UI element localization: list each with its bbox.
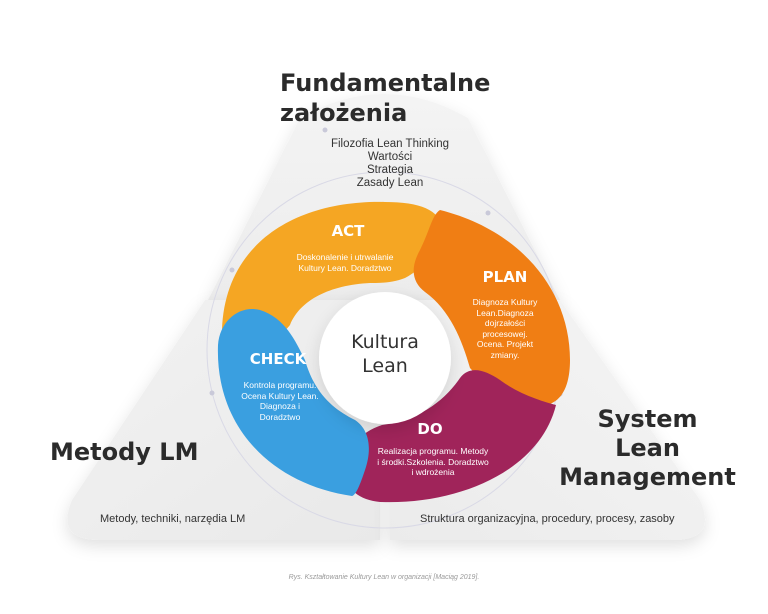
top-title: Fundamentalne założenia	[280, 68, 520, 128]
top-item: Filozofia Lean Thinking	[330, 138, 450, 150]
right-title-line2: Lean	[615, 434, 680, 462]
do-line: i środki.Szkolenia. Doradztwo	[377, 456, 489, 467]
top-items-list: Filozofia Lean Thinking Wartości Strateg…	[300, 138, 480, 190]
ring-dot	[209, 390, 215, 396]
right-subtitle: Struktura organizacyjna, procedury, proc…	[420, 513, 675, 525]
do-segment[interactable]	[345, 370, 556, 503]
plan-segment[interactable]	[413, 210, 570, 406]
check-segment[interactable]	[217, 309, 369, 496]
left-subtitle: Metody, techniki, narzędia LM	[100, 513, 246, 525]
top-item: Zasady Lean	[356, 177, 424, 189]
right-title-line3: Management	[559, 463, 736, 491]
top-item: Strategia	[366, 164, 414, 176]
plan-line: Ocena. Projekt	[476, 339, 534, 349]
act-line: Doskonalenie i utrwalanie	[296, 252, 394, 262]
act-title: ACT	[331, 222, 365, 240]
center-label: Kultura Lean	[335, 330, 435, 378]
top-item: Wartości	[367, 151, 413, 163]
right-title: System Lean Management	[550, 405, 745, 492]
ring-dot	[229, 267, 235, 273]
plan-line: Lean.Diagnoza	[476, 307, 534, 318]
plan-line: Diagnoza Kultury	[472, 297, 538, 307]
left-title: Metody LM	[50, 438, 199, 466]
do-line: Realizacja programu. Metody	[377, 446, 489, 456]
do-line: i wdrożenia	[411, 467, 455, 477]
ring-dot	[322, 127, 328, 133]
do-title: DO	[417, 420, 443, 438]
right-title-line1: System	[597, 405, 698, 433]
check-description: Kontrola programu. Ocena Kultury Lean. D…	[225, 380, 335, 422]
plan-line: dojrzałości	[484, 318, 526, 328]
act-line: Kultury Lean. Doradztwo	[298, 262, 392, 273]
center-label-line2: Lean	[362, 355, 408, 377]
check-title: CHECK	[249, 350, 307, 368]
top-title-line1: Fundamentalne	[280, 69, 491, 97]
do-description: Realizacja programu. Metody i środki.Szk…	[358, 446, 508, 478]
plan-line: zmiany.	[490, 349, 520, 360]
center-circle	[319, 292, 451, 424]
plan-line: procesowej.	[482, 328, 528, 339]
check-line: Doradztwo	[259, 411, 301, 422]
act-description: Doskonalenie i utrwalanie Kultury Lean. …	[270, 252, 420, 273]
check-line: Ocena Kultury Lean.	[241, 390, 319, 401]
ring-dot	[485, 210, 491, 216]
center-label-line1: Kultura	[351, 331, 419, 353]
plan-title: PLAN	[482, 268, 528, 286]
top-title-line2: założenia	[280, 99, 408, 127]
act-segment[interactable]	[222, 201, 443, 345]
check-line: Diagnoza i	[259, 401, 301, 411]
figure-caption: Rys. Kształtowanie Kultury Lean w organi…	[288, 574, 480, 581]
plan-description: Diagnoza Kultury Lean.Diagnoza dojrzałoś…	[455, 297, 555, 360]
check-line: Kontrola programu.	[243, 380, 317, 390]
